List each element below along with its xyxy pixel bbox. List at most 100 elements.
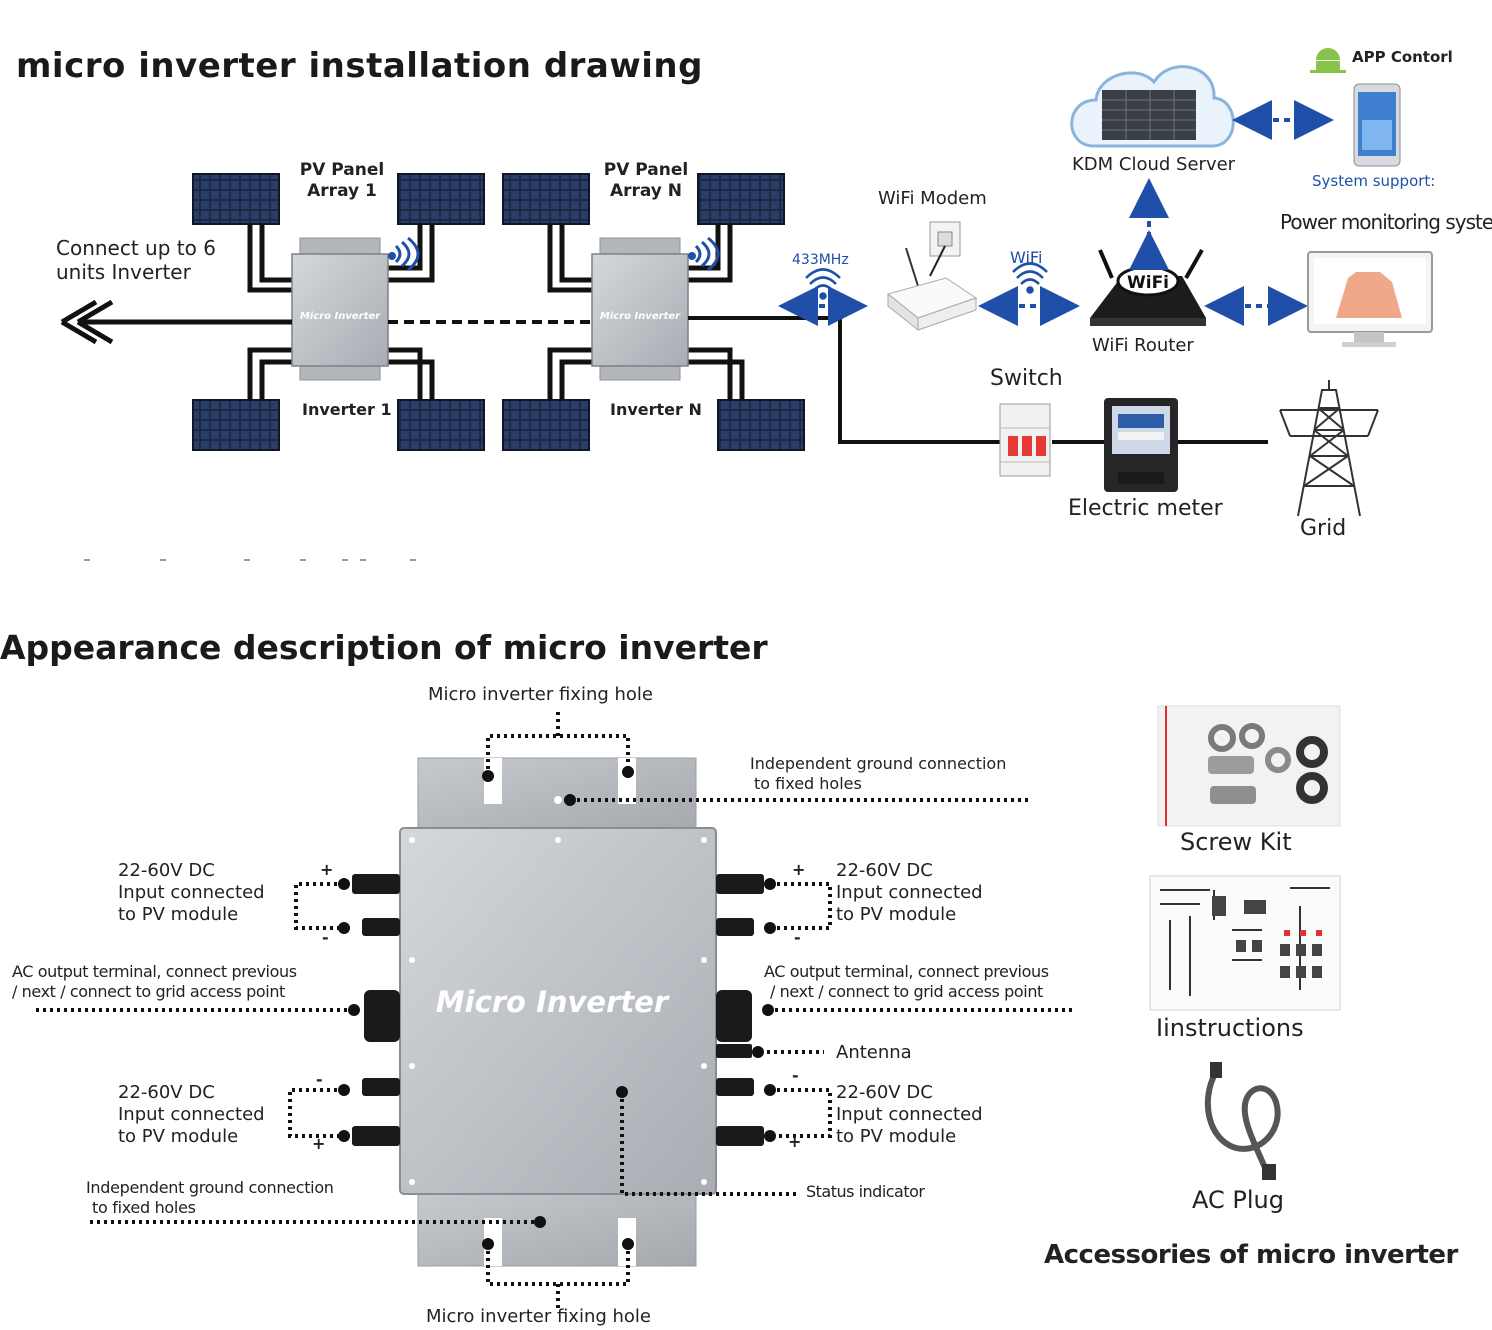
connectors-right — [716, 874, 764, 1146]
antenna-icon — [388, 236, 420, 272]
pv-panel — [697, 173, 785, 225]
instructions-sheet-image — [1149, 875, 1341, 1011]
plus-marker: + — [320, 860, 334, 879]
callout-dots — [338, 766, 776, 1250]
inverter-face-label: Micro Inverter — [436, 985, 670, 1019]
phone-icon — [1353, 83, 1401, 167]
ground-bottom-label: Independent ground connection to fixed h… — [86, 1178, 334, 1217]
inverter-n-label: Inverter N — [610, 400, 702, 419]
dc-input-left-upper: 22-60V DC Input connected to PV module — [118, 860, 265, 926]
dc-input-left-lower-line2: Input connected — [118, 1103, 265, 1125]
ground-top-line2: to fixed holes — [754, 773, 862, 793]
connectors-left — [352, 874, 400, 1146]
ac-output-right-line1: AC output terminal, connect previous — [764, 962, 1049, 981]
status-indicator-label: Status indicator — [806, 1182, 925, 1201]
antenna-label: Antenna — [836, 1042, 912, 1063]
connect-note: Connect up to 6 units Inverter — [56, 236, 216, 285]
pv-panel — [192, 399, 280, 451]
wifi-modem-label: WiFi Modem — [878, 188, 987, 209]
pv-panel — [192, 173, 280, 225]
dc-cables-n — [547, 224, 745, 400]
dc-input-left-lower: 22-60V DC Input connected to PV module — [118, 1082, 265, 1148]
cloud-server-icon — [1070, 65, 1235, 148]
pv-panel-group-1 — [192, 173, 485, 451]
android-icon — [1310, 48, 1346, 73]
dc-input-right-lower-line3: to PV module — [836, 1125, 957, 1147]
switch-label: Switch — [990, 366, 1063, 391]
plus-marker: + — [312, 1134, 326, 1153]
dc-input-left-lower-line3: to PV module — [118, 1125, 239, 1147]
pv-array-1-line1: PV Panel — [299, 160, 385, 180]
circuit-breaker-switch-icon — [999, 403, 1051, 477]
dc-input-right-lower: 22-60V DC Input connected to PV module — [836, 1082, 983, 1148]
pv-panel — [397, 173, 485, 225]
ac-output-right-line2: / next / connect to grid access point — [770, 981, 1043, 1001]
wifi-icon — [1012, 262, 1048, 294]
mounting-plate-top — [417, 757, 697, 833]
router-badge: WiFi — [1127, 273, 1169, 293]
micro-inverter-body: Micro Inverter — [399, 827, 717, 1195]
pv-panel — [717, 399, 805, 451]
mounting-plate-bottom — [417, 1191, 697, 1267]
ac-plug-cable-image — [1204, 1062, 1281, 1180]
app-control-label: APP Contorl — [1352, 48, 1453, 66]
ac-line-to-switch — [688, 316, 1000, 444]
ac-output-left-line2: / next / connect to grid access point — [12, 981, 285, 1001]
dc-input-left-upper-line3: to PV module — [118, 903, 239, 925]
wifi-link-label: WiFi — [1010, 248, 1043, 267]
plus-marker: + — [788, 1132, 802, 1151]
screw-kit-label: Screw Kit — [1180, 828, 1292, 856]
dc-input-left-upper-line1: 22-60V DC — [118, 860, 215, 881]
ac-plug-label: AC Plug — [1192, 1186, 1284, 1214]
plus-marker: + — [792, 860, 806, 879]
antenna-icon — [688, 236, 720, 272]
pv-array-n-line1: PV Panel — [603, 160, 689, 180]
pv-panel — [502, 173, 590, 225]
screw-kit-image — [1157, 705, 1341, 827]
pv-array-n-label: PV Panel Array N — [596, 160, 696, 201]
ac-output-right: AC output terminal, connect previous / n… — [764, 962, 1049, 1001]
ground-top-line1: Independent ground connection — [750, 754, 1007, 773]
pv-array-n-line2: Array N — [609, 180, 683, 201]
cloud-server-label: KDM Cloud Server — [1072, 154, 1236, 175]
inverter-n-device: Micro Inverter — [591, 237, 689, 381]
pv-array-1-line2: Array 1 — [307, 180, 377, 201]
connect-note-line2: units Inverter — [56, 260, 191, 285]
dc-cables-1 — [247, 224, 435, 400]
inverter-1-face-label: Micro Inverter — [300, 311, 381, 322]
pv-panel-group-n — [502, 173, 805, 451]
system-support-label: System support: — [1312, 172, 1436, 190]
left-double-arrow-icon — [60, 299, 114, 345]
connect-note-line1: Connect up to 6 — [56, 236, 216, 260]
pv-array-1-label: PV Panel Array 1 — [292, 160, 392, 201]
dc-input-right-upper-line1: 22-60V DC — [836, 860, 933, 881]
inverter-n-face-label: Micro Inverter — [600, 311, 681, 322]
callout-lines — [36, 712, 1076, 1310]
dc-input-right-lower-line1: 22-60V DC — [836, 1082, 933, 1103]
dc-input-right-upper: 22-60V DC Input connected to PV module — [836, 860, 983, 926]
electric-meter-icon — [1104, 398, 1178, 492]
dc-input-right-lower-line2: Input connected — [836, 1103, 983, 1125]
section1-title: micro inverter installation drawing — [16, 46, 703, 86]
inverter-1-device: Micro Inverter — [291, 237, 389, 381]
accessories-title: Accessories of micro inverter — [1044, 1240, 1458, 1270]
electric-meter-label: Electric meter — [1068, 496, 1223, 521]
dc-input-right-upper-line2: Input connected — [836, 881, 983, 903]
instructions-label: Iinstructions — [1156, 1014, 1304, 1042]
power-tower-icon — [1279, 380, 1379, 517]
fixing-hole-bottom-label: Micro inverter fixing hole — [426, 1306, 651, 1327]
ground-bottom-line2: to fixed holes — [92, 1197, 196, 1217]
ground-bottom-line1: Independent ground connection — [86, 1178, 334, 1197]
dc-input-left-lower-line1: 22-60V DC — [118, 1082, 215, 1103]
dc-input-left-upper-line2: Input connected — [118, 881, 265, 903]
wifi-router-device: WiFi — [1090, 240, 1206, 326]
ground-top-label: Independent ground connection to fixed h… — [750, 754, 1006, 793]
grid-label: Grid — [1300, 516, 1347, 541]
inverter-1-label: Inverter 1 — [302, 400, 392, 419]
freq-label: 433MHz — [792, 252, 849, 268]
wifi-router-label: WiFi Router — [1092, 335, 1194, 356]
minus-marker: - — [322, 928, 329, 947]
monitor-icon — [1307, 251, 1433, 347]
dc-input-right-upper-line3: to PV module — [836, 903, 957, 925]
